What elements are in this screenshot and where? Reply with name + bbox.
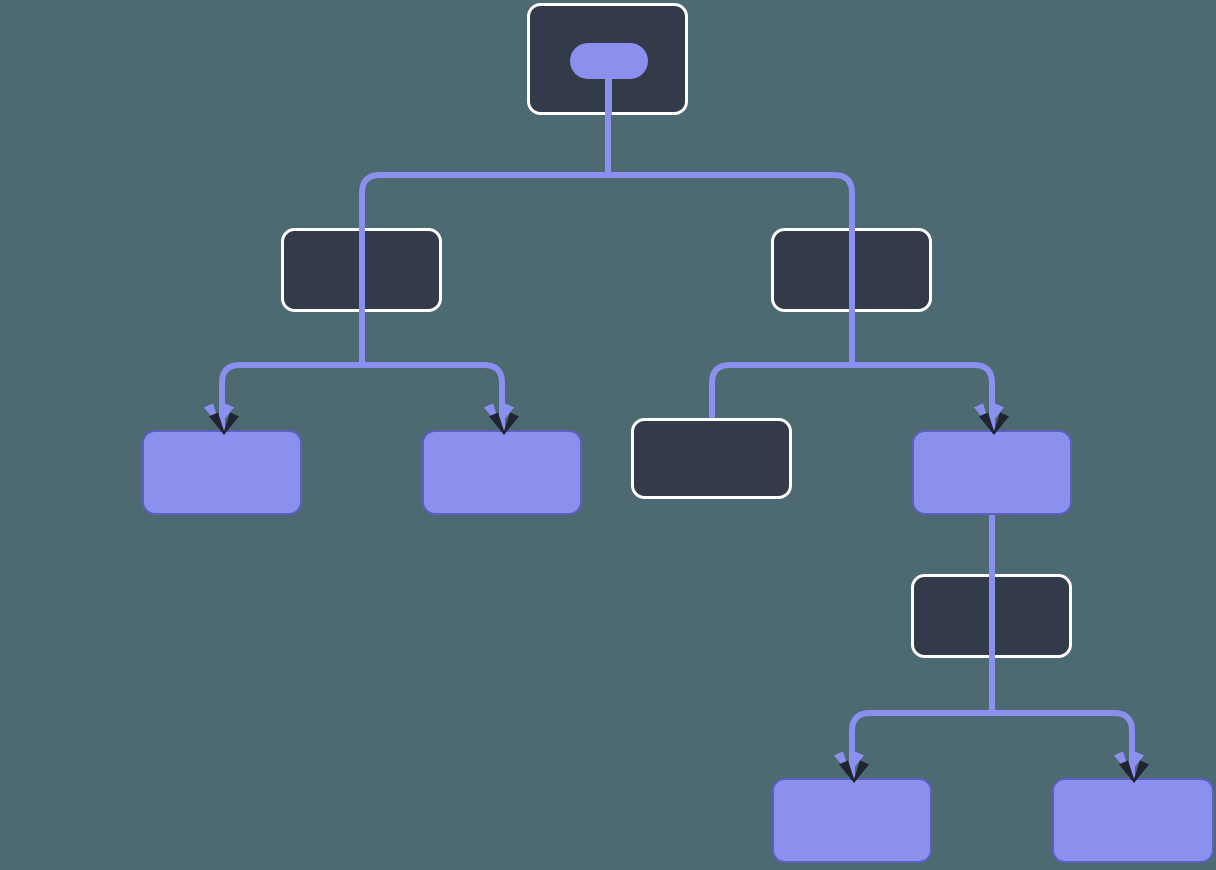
connector-level1-left-to-leaf-b — [359, 312, 505, 432]
connector-root-to-level1-right — [605, 115, 855, 228]
root-node[interactable] — [527, 3, 688, 116]
connector-level1-right-to-leaf-d — [849, 312, 995, 432]
connector-level3-to-leaf-b-arrowhead-purple — [1114, 751, 1144, 774]
connector-level1-left-to-leaf-b-arrowhead-purple — [484, 403, 514, 426]
connector-level3-to-leaf-a-arrowhead-purple — [834, 751, 864, 774]
level2-leaf-d-body[interactable] — [912, 430, 1072, 515]
connectors-layer — [219, 115, 1135, 780]
connector-level1-left-to-leaf-a-arrowhead-purple — [204, 403, 234, 426]
connector-level1-right-to-leaf-d-arrowhead-purple — [974, 403, 1004, 426]
level2-leaf-b[interactable] — [422, 430, 582, 515]
connector-level3-to-leaf-a — [849, 658, 995, 780]
connector-level1-right-to-dark-node — [709, 312, 855, 418]
level2-leaf-d[interactable] — [912, 430, 1072, 515]
level4-leaf-b[interactable] — [1052, 778, 1214, 863]
arrowheads-layer — [204, 403, 1149, 783]
connector-level3-to-leaf-b — [989, 658, 1135, 780]
level2-leaf-a[interactable] — [142, 430, 302, 515]
nodes-layer — [142, 3, 1214, 863]
root-pill-shape — [570, 43, 648, 79]
level4-leaf-b-body[interactable] — [1052, 778, 1214, 863]
level2-dark-node-body[interactable] — [631, 418, 792, 499]
connector-level1-left-to-leaf-b-arrowhead-dark — [489, 412, 519, 435]
level4-leaf-a[interactable] — [772, 778, 932, 863]
level4-leaf-a-body[interactable] — [772, 778, 932, 863]
connector-level3-to-leaf-b-arrowhead-dark — [1119, 760, 1149, 783]
level2-leaf-b-body[interactable] — [422, 430, 582, 515]
connector-level1-left-to-leaf-a-arrowhead-dark — [209, 412, 239, 435]
connector-root-to-level1-left — [359, 115, 611, 228]
connector-level1-left-to-leaf-a — [219, 312, 365, 432]
connector-level3-to-leaf-a-arrowhead-dark — [839, 760, 869, 783]
level2-leaf-a-body[interactable] — [142, 430, 302, 515]
line-through-layer — [359, 228, 995, 658]
connector-level1-right-to-leaf-d-arrowhead-dark — [979, 412, 1009, 435]
root-pill-stem — [605, 79, 612, 115]
level2-dark-node[interactable] — [631, 418, 792, 499]
